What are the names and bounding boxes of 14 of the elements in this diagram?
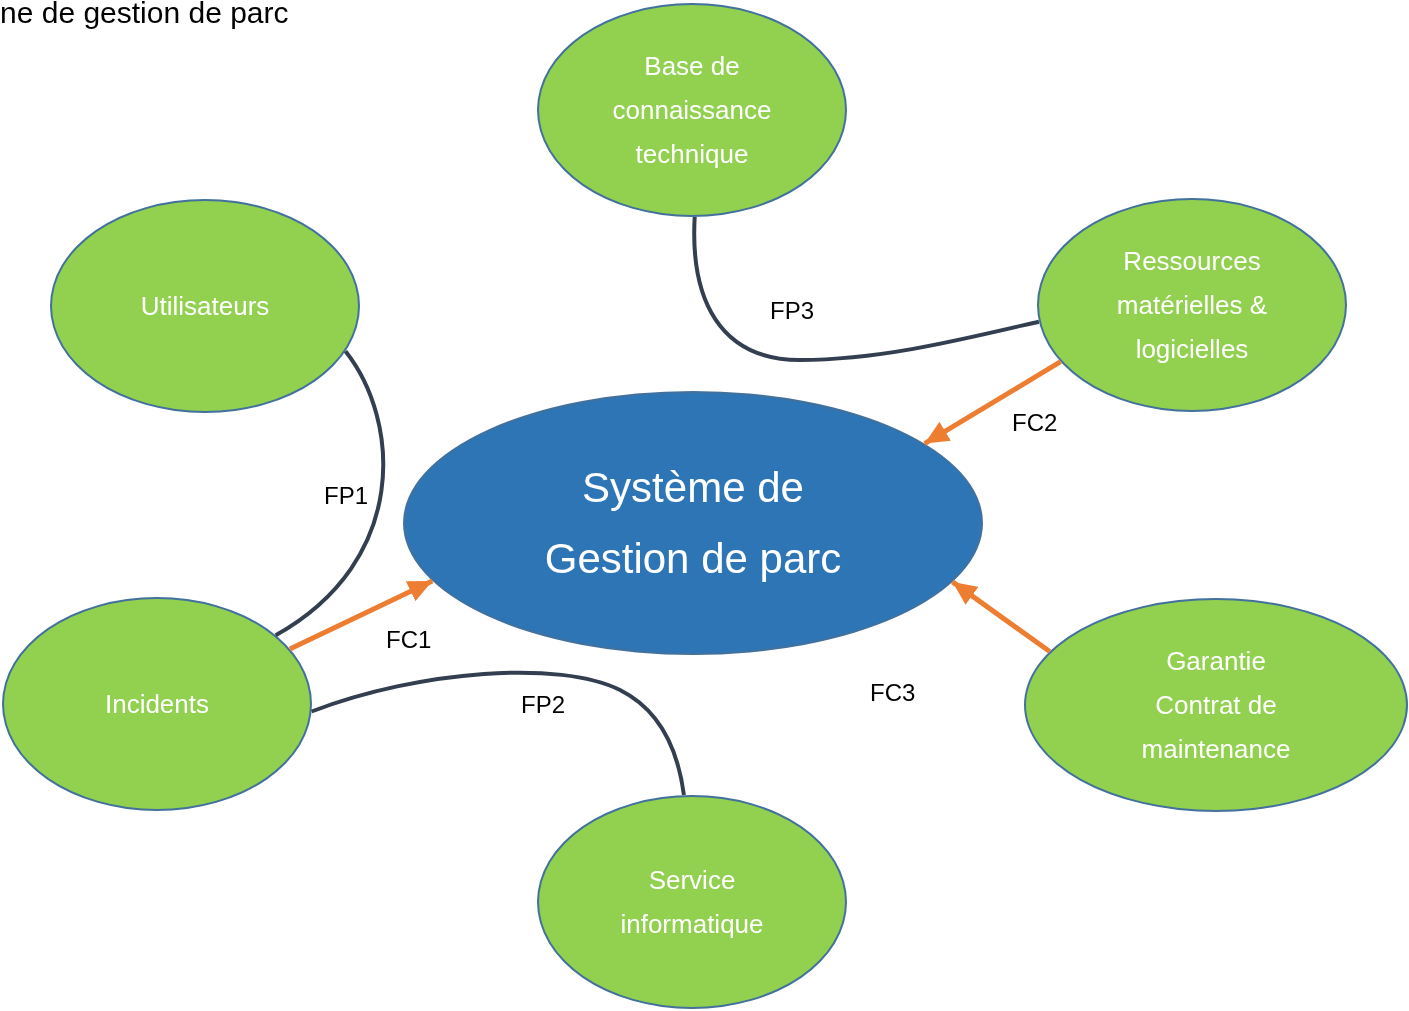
node-label: Service informatique — [619, 863, 765, 941]
arrow — [288, 578, 434, 652]
arrow — [951, 579, 1052, 654]
node-label: Incidents — [104, 687, 210, 721]
node-label: Base de connaissance technique — [611, 49, 773, 172]
arrow — [923, 359, 1062, 446]
connector-line — [692, 216, 1040, 362]
connector-line — [274, 350, 386, 637]
node-label: Ressources matérielles & logicielles — [1115, 244, 1269, 367]
node-label: Garantie Contrat de maintenance — [1140, 644, 1292, 767]
node-label: Utilisateurs — [140, 289, 270, 323]
connector-line — [310, 670, 686, 796]
node-label: Système de Gestion de parc — [543, 462, 843, 584]
title: ne de gestion de parc — [0, 0, 289, 30]
